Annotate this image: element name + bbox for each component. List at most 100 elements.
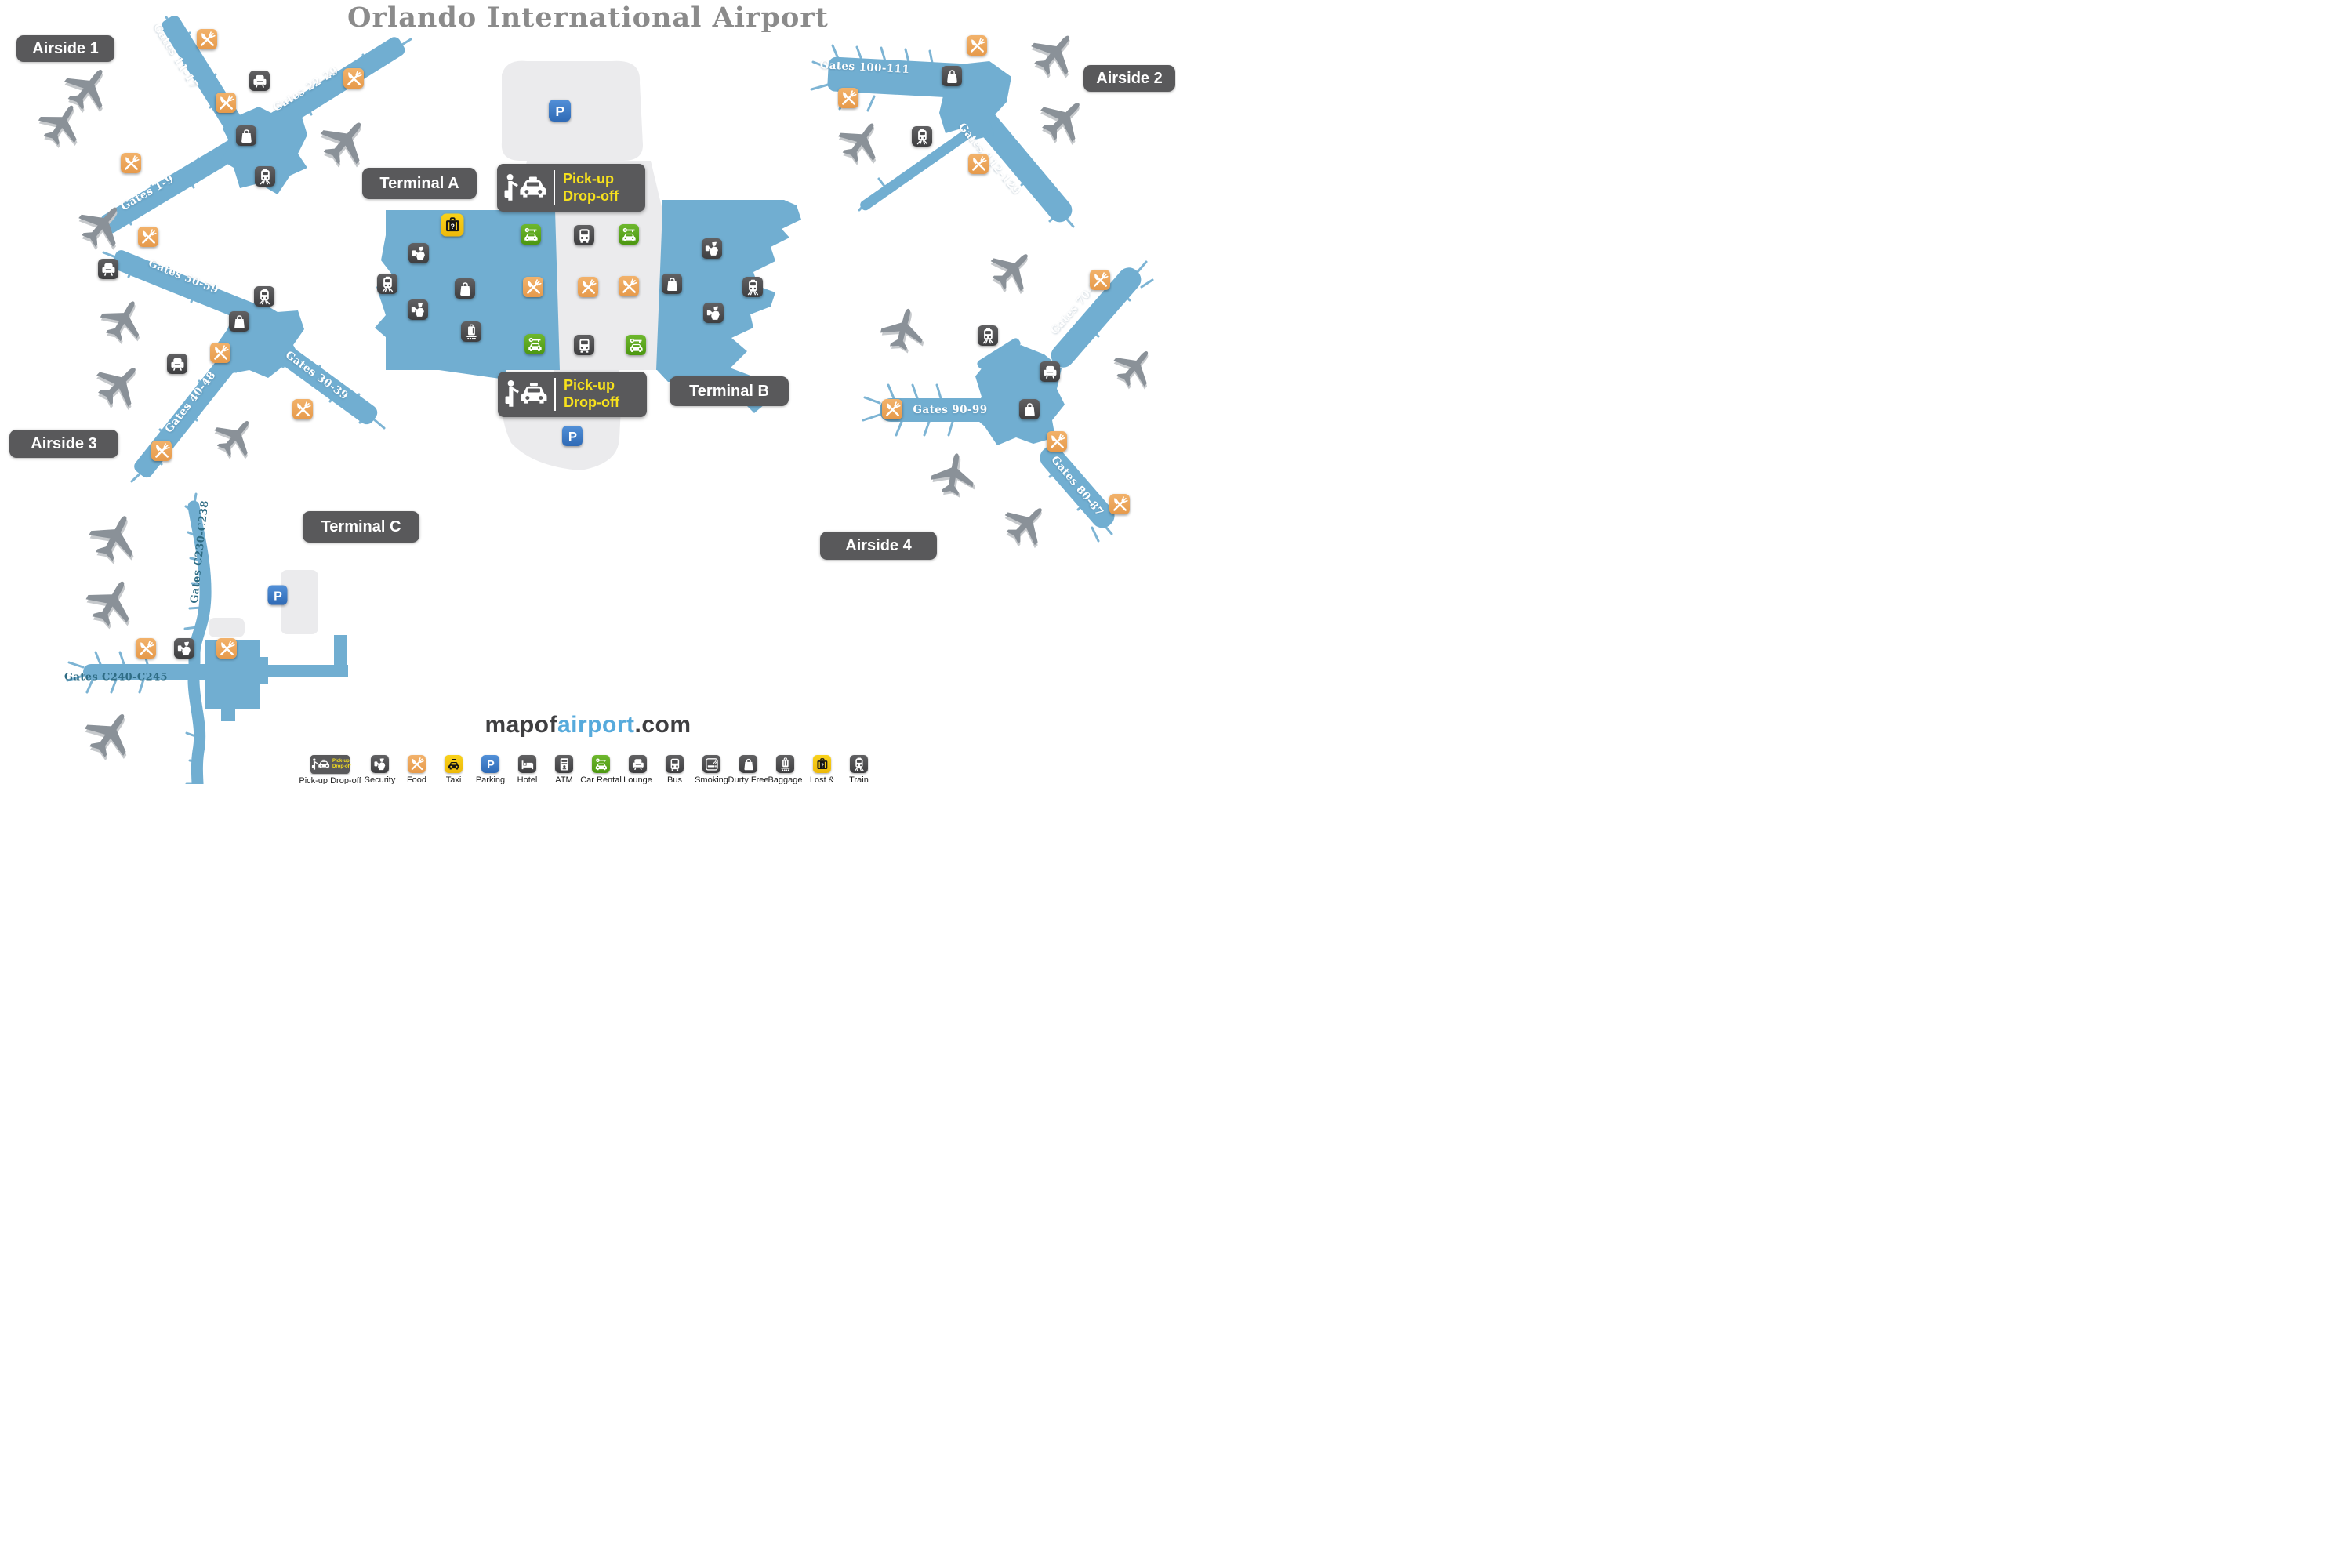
train-icon [978, 325, 998, 346]
watermark-part2: airport [557, 712, 635, 738]
legend-item-parking: P Parking [472, 755, 509, 784]
label-airside-4: Airside 4 [820, 532, 937, 560]
food-icon [1090, 270, 1110, 290]
gate-label: Gates C240-C245 [64, 671, 169, 684]
baggage-icon [776, 755, 794, 773]
food-icon [343, 68, 364, 89]
legend-label: Car Rental [580, 775, 622, 784]
parking-icon: P [562, 426, 583, 446]
food-icon [882, 399, 902, 419]
label-airside-2: Airside 2 [1083, 65, 1175, 92]
lounge-icon [249, 71, 270, 91]
legend-label: Train [849, 775, 869, 784]
carrental-icon [592, 755, 610, 773]
train-icon [742, 277, 763, 297]
legend-item-bus: Bus [656, 755, 693, 784]
legend-item-carrental: Car Rental [580, 755, 622, 784]
parking-icon: P [267, 585, 288, 605]
legend-item-smoking: Smoking [693, 755, 730, 784]
dutyfree-icon [662, 274, 682, 294]
dutyfree-icon [942, 66, 962, 86]
legend-item-atm: ATM [546, 755, 583, 784]
food-icon [121, 153, 141, 173]
food-icon [216, 638, 237, 659]
legend-item-baggage: Baggage Claim [767, 755, 804, 784]
food-icon [197, 29, 217, 49]
watermark-part1: mapof [485, 712, 557, 738]
parking-icon: P [481, 755, 499, 773]
train-icon [377, 274, 397, 294]
food-icon [1047, 431, 1067, 452]
security-icon [703, 303, 724, 323]
bus-icon [574, 335, 594, 355]
carrental-icon [619, 224, 639, 245]
dutyfree-icon [1019, 399, 1040, 419]
dutyfree-icon [236, 125, 256, 146]
taxi-icon [445, 755, 463, 773]
legend-label: Taxi [445, 775, 462, 784]
pickup-taxi-icon [497, 172, 554, 205]
legend-item-hotel: Hotel [509, 755, 546, 784]
svg-text:?: ? [820, 763, 823, 768]
dutyfree-icon [229, 311, 249, 332]
smoking-icon [702, 755, 720, 773]
legend-label: Lost & Found [809, 775, 835, 784]
food-icon [136, 638, 156, 659]
security-icon [371, 755, 389, 773]
watermark-part3: .com [634, 712, 691, 738]
carrental-icon [521, 224, 541, 245]
legend-label: Parking [475, 775, 506, 784]
page-title: Orlando International Airport [347, 2, 829, 34]
label-terminal-b: Terminal B [670, 376, 789, 406]
svg-text:P: P [274, 589, 282, 603]
airport-map-page: Orlando International Airport Airside 1 A… [0, 0, 1176, 784]
bus-icon [574, 225, 594, 245]
label-airside-1: Airside 1 [16, 35, 114, 62]
svg-text:?: ? [450, 223, 455, 230]
parking-icon: P [549, 100, 571, 122]
train-icon [912, 126, 932, 147]
lounge-icon [98, 259, 118, 279]
sign-divider [554, 169, 555, 206]
dutyfree-icon [455, 278, 475, 299]
food-icon [967, 35, 987, 56]
baggage-icon [461, 321, 481, 342]
train-icon [850, 755, 868, 773]
legend-label: Smoking [695, 775, 728, 784]
watermark-logo: mapofairport.com [0, 712, 1176, 739]
legend-item-food: Food [398, 755, 435, 784]
food-icon [138, 227, 158, 247]
carrental-icon [524, 334, 545, 354]
label-airside-3: Airside 3 [9, 430, 118, 458]
airport-map-graphic [32, 16, 1163, 784]
security-icon [174, 638, 194, 659]
legend-label: Lounge [623, 775, 652, 784]
bus-icon [666, 755, 684, 773]
lounge-icon [1040, 361, 1060, 382]
svg-text:P: P [487, 759, 495, 771]
food-icon [968, 154, 989, 174]
label-terminal-c: Terminal C [303, 511, 419, 543]
svg-text:P: P [568, 429, 576, 444]
food-icon [619, 276, 639, 296]
lostfound-icon: ? [813, 755, 831, 773]
hotel-icon [518, 755, 536, 773]
food-icon [216, 93, 236, 113]
legend-item-lounge: Lounge [619, 755, 656, 784]
svg-text:P: P [555, 103, 564, 118]
gate-label: Gates 90-99 [913, 404, 988, 416]
lostfound-icon: ? [441, 213, 464, 237]
train-icon [255, 166, 275, 187]
legend-item-dutyfree: Durty Free [728, 755, 769, 784]
legend-label: Security [364, 775, 396, 784]
sign-divider [554, 377, 556, 412]
legend-label: Baggage Claim [768, 775, 803, 784]
legend-label: Durty Free [728, 775, 769, 784]
legend-label: Food [406, 775, 427, 784]
security-icon [408, 299, 428, 320]
food-icon [292, 399, 313, 419]
